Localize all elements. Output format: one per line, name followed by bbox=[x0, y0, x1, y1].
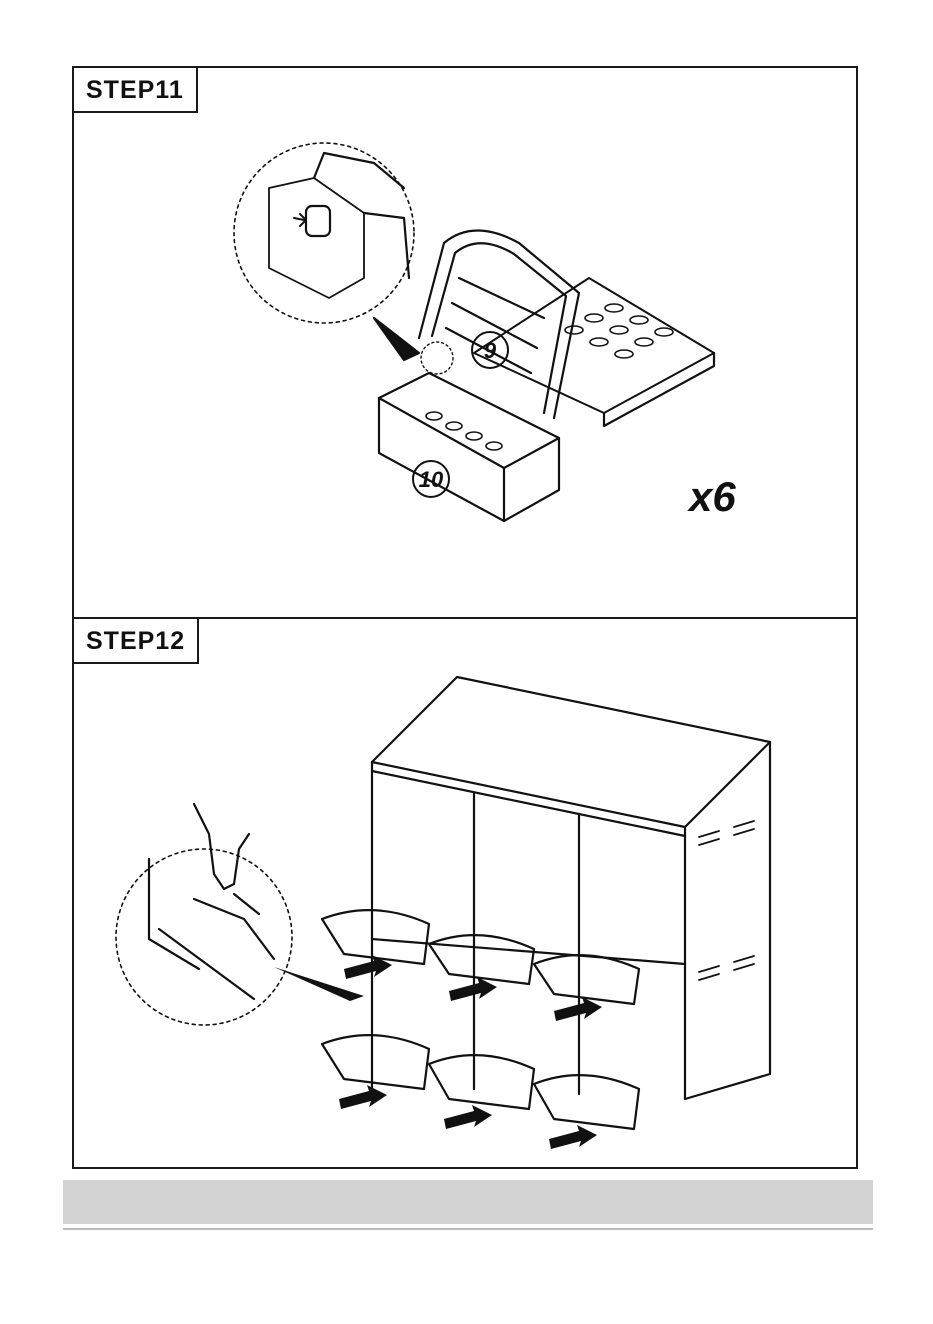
detail-magnifier bbox=[234, 143, 414, 323]
footer-divider bbox=[63, 1228, 873, 1230]
cabinet-frame bbox=[372, 742, 770, 1099]
step-11-panel: STEP11 bbox=[72, 66, 858, 619]
cabinet-roof bbox=[372, 677, 770, 827]
side-vents bbox=[699, 821, 754, 980]
step-12-illustration bbox=[74, 619, 856, 1167]
part-9-label: 9 bbox=[484, 338, 497, 363]
step-12-panel: STEP12 bbox=[72, 617, 858, 1169]
hand-icon bbox=[194, 804, 249, 889]
push-arrows bbox=[274, 955, 602, 1149]
part-10-label: 10 bbox=[419, 467, 444, 492]
footer-bar bbox=[63, 1180, 873, 1224]
pointer-wedge bbox=[374, 318, 419, 360]
quantity-label: x6 bbox=[687, 473, 736, 520]
step-11-illustration: 9 10 x6 bbox=[74, 68, 856, 617]
detail-magnifier bbox=[116, 849, 292, 1025]
